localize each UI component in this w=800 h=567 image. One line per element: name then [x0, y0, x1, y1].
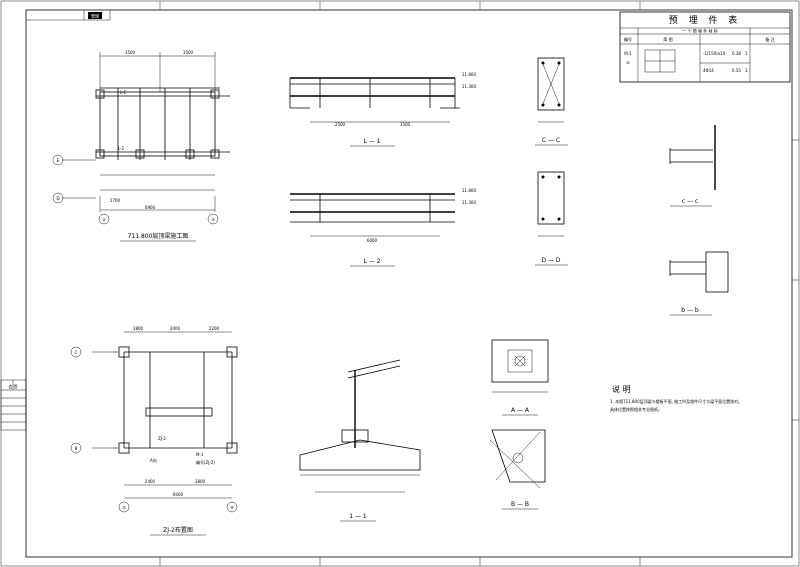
- axis-2: ②: [102, 217, 106, 222]
- l1-dim-1: 2500: [335, 122, 346, 127]
- label-L1: L-1: [120, 90, 127, 95]
- table-head-remark: 备 注: [765, 36, 774, 42]
- left-sign-block: 会 签: [0, 379, 27, 431]
- axis-D: D: [56, 196, 59, 201]
- row-q1: 1: [745, 51, 748, 56]
- top-plan: 3500 3500 1700 6900 L-1 L-2 ② ③ E: [52, 50, 230, 242]
- l2-dim: 6000: [367, 238, 378, 243]
- label-L2: L-2: [118, 146, 125, 151]
- l1-elev-1: 11.800: [462, 72, 476, 77]
- section-11: 1 — 1: [299, 359, 421, 522]
- cc-small-title: c — c: [682, 198, 698, 205]
- notes-heading: 说 明: [612, 384, 631, 394]
- row-q2: 3: [745, 68, 748, 73]
- embed-table: 预 埋 件 表 一 个 预 埋 件 材 料 编号 简 图 备 注 M-1 ① -…: [619, 11, 791, 83]
- dd-title: D — D: [541, 257, 560, 264]
- section-CC: C — C: [535, 57, 568, 146]
- l2-title: L — 2: [364, 258, 381, 265]
- table-title: 预 埋 件 表: [669, 14, 742, 26]
- l2-elev-1: 11.800: [462, 188, 476, 193]
- s11-title: 1 — 1: [349, 513, 367, 520]
- row-v1: 0.38: [732, 51, 741, 56]
- zj-label: ZJ-2: [158, 436, 166, 441]
- table-head-sketch: 简 图: [663, 36, 672, 42]
- m1-label: M-1: [196, 452, 204, 457]
- aa-title: A — A: [511, 407, 530, 414]
- row-spec2: 4Φ14: [703, 68, 714, 73]
- section-BB: B — B: [489, 429, 546, 510]
- notes-line-2: 具体位置按照相关专业图纸。: [610, 406, 662, 412]
- bottom-plan: 1800 2000 2200 C B 2400 3800 6000 ③ ④ ZJ…: [70, 326, 238, 536]
- axis-3: ③: [211, 217, 215, 222]
- section-small-cc: c — c: [669, 125, 716, 207]
- dim-top-2: 3500: [183, 50, 194, 55]
- section-L2: 6000 11.800 11.300 L — 2: [290, 188, 476, 267]
- zj-dim-top-3: 2200: [209, 326, 220, 331]
- zj-dim-bot-3: 6000: [173, 492, 184, 497]
- dim-bot-1: 1700: [110, 198, 121, 203]
- cc-title: C — C: [542, 137, 560, 144]
- section-AA: A — A: [491, 339, 549, 416]
- axis-B: B: [75, 446, 78, 451]
- row-num: ①: [626, 60, 630, 65]
- l1-dim-2: 3500: [400, 122, 411, 127]
- section-small-bb: b — b: [669, 251, 729, 316]
- zj-dim-top-2: 2000: [170, 326, 181, 331]
- l2-elev-2: 11.300: [462, 200, 476, 205]
- section-L1: 2500 3500 11.800 11.300 L — 1: [289, 72, 476, 147]
- a-dir-label: A向: [150, 457, 157, 463]
- top-left-strip: 管理: [26, 10, 111, 21]
- row-id: M-1: [624, 51, 632, 56]
- row-v2: 0.55: [732, 68, 741, 73]
- notes-line-1: 1. 本图711.800层顶梁与楼板平面, 施工时及埋件尺寸与梁平面位置核对。: [610, 398, 742, 404]
- section-DD: D — D: [535, 171, 568, 266]
- axis-C: C: [75, 350, 78, 355]
- zj-num-label: 编号(ZJ-2): [196, 459, 215, 465]
- top-left-label: 管理: [91, 13, 99, 19]
- zj-dim-top-1: 1800: [133, 326, 144, 331]
- bb-title: B — B: [511, 501, 529, 508]
- notes: 说 明 1. 本图711.800层顶梁与楼板平面, 施工时及埋件尺寸与梁平面位置…: [610, 384, 742, 412]
- l1-title: L — 1: [364, 138, 381, 145]
- left-sign-label: 会 签: [8, 383, 17, 389]
- plan-bottom-title: ZJ-2布置图: [163, 526, 193, 534]
- axis-4: ④: [230, 505, 234, 510]
- zj-dim-bot-2: 3800: [195, 479, 206, 484]
- row-spec1: -1(150)x10: [703, 51, 726, 56]
- axis-3b: ③: [122, 505, 126, 510]
- dim-bot-2: 6900: [145, 205, 156, 210]
- bb-small-title: b — b: [681, 307, 699, 314]
- border-ticks: [159, 1, 799, 566]
- axis-E: E: [57, 158, 60, 163]
- table-subheader: 一 个 预 埋 件 材 料: [682, 28, 718, 34]
- table-head-id: 编号: [624, 36, 632, 42]
- inner-border: [25, 9, 793, 558]
- plan-top-title: 711.800层顶梁施工图: [128, 232, 189, 240]
- zj-dim-bot-1: 2400: [145, 479, 156, 484]
- l1-elev-2: 11.300: [462, 84, 476, 89]
- dim-top-1: 3500: [125, 50, 136, 55]
